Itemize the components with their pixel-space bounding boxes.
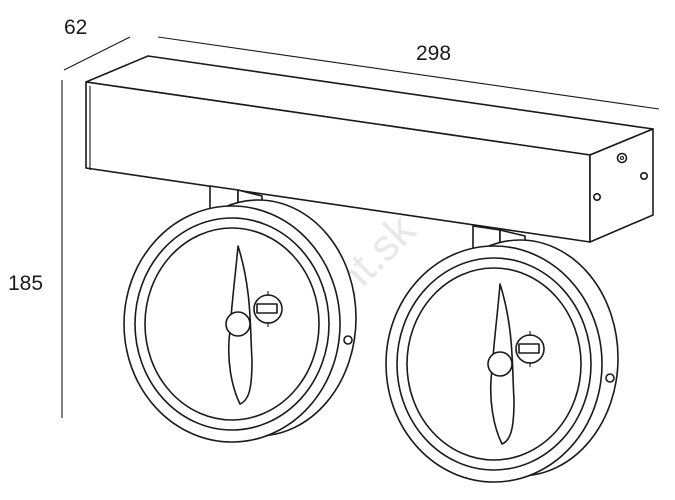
screw-icon (592, 193, 601, 202)
screw-icon (343, 335, 353, 345)
screw-icon (616, 152, 628, 164)
screw-icon (605, 373, 615, 383)
width-label: 298 (416, 42, 451, 65)
height-label: 185 (8, 272, 43, 295)
depth-dimension-line (63, 36, 131, 71)
width-dimension-line (157, 36, 660, 110)
depth-label: 62 (64, 16, 87, 39)
screw-icon (639, 172, 648, 181)
left-spotlight (123, 185, 357, 443)
bar-housing (85, 55, 654, 243)
right-spotlight (385, 225, 619, 483)
dimension-lines (61, 36, 660, 418)
